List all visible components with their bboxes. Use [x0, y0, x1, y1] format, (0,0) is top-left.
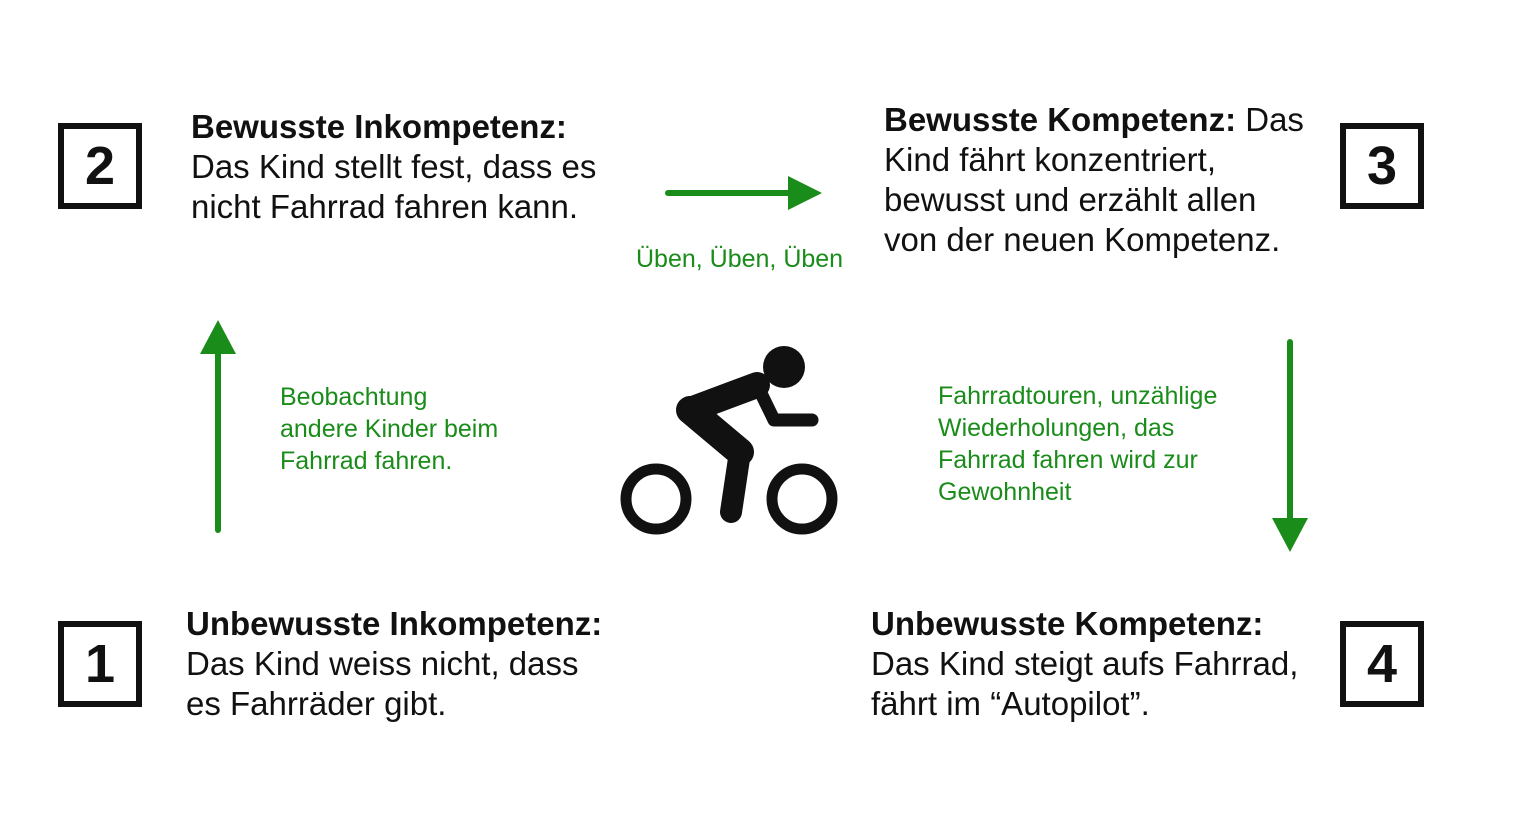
stage-1-number-box: 1	[58, 621, 142, 707]
stage-3-title: Bewusste Kompetenz:	[884, 101, 1237, 138]
stage-4-number: 4	[1366, 634, 1398, 694]
stage-2-title: Bewusste Inkompetenz:	[191, 108, 567, 145]
arrow-down-icon	[1272, 339, 1308, 552]
stage-2-number-box: 2	[58, 123, 142, 209]
stage-1-title: Unbewusste Inkompetenz:	[186, 605, 603, 642]
stage-2-block: Bewusste Inkompetenz: Das Kind stellt fe…	[191, 107, 631, 227]
transition-1-2-label: Beobachtung andere Kinder beim Fahrrad f…	[280, 383, 499, 475]
stage-2-text: Das Kind stellt fest, dass es nicht Fahr…	[191, 148, 597, 225]
transition-2-3-label: Üben, Üben, Üben	[636, 245, 844, 273]
stage-1-text: Das Kind weiss nicht, dass es Fahrräder …	[186, 645, 579, 722]
stage-4-number-box: 4	[1340, 621, 1424, 707]
stage-3-text: Das Kind fährt konzentriert, bewusst und…	[884, 101, 1304, 258]
cyclist-icon	[620, 346, 838, 535]
stage-3-number-box: 3	[1340, 123, 1424, 209]
arrow-right-icon	[665, 176, 822, 210]
stage-2-number: 2	[84, 136, 116, 196]
stage-3-number: 3	[1366, 136, 1398, 196]
arrow-up-icon	[200, 320, 236, 533]
stage-4-text: Das Kind steigt aufs Fahrrad, fährt im “…	[871, 645, 1299, 722]
stage-1-number: 1	[84, 634, 116, 694]
stage-1-block: Unbewusste Inkompetenz: Das Kind weiss n…	[186, 604, 616, 724]
stage-4-block: Unbewusste Kompetenz: Das Kind steigt au…	[871, 604, 1321, 724]
stage-3-block: Bewusste Kompetenz: Das Kind fährt konze…	[884, 100, 1309, 260]
transition-3-4-label: Fahrradtouren, unzählige Wiederholungen,…	[938, 382, 1218, 506]
stage-4-title: Unbewusste Kompetenz:	[871, 605, 1264, 642]
